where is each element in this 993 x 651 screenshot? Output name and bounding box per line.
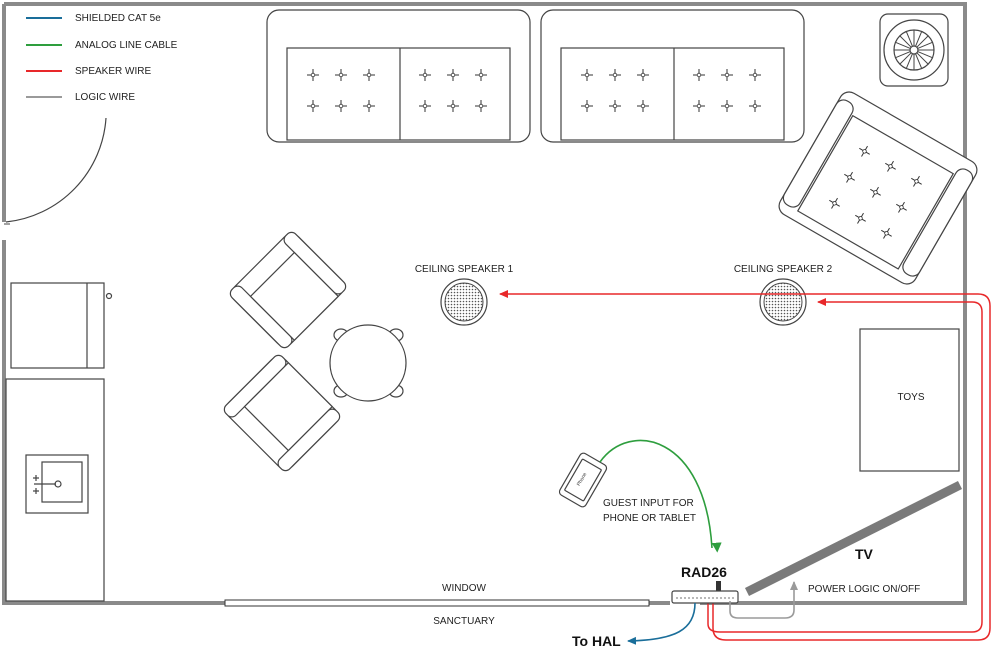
sofa-tufting <box>307 69 761 112</box>
tuft-mark <box>829 197 840 209</box>
fan-spoke <box>916 35 929 48</box>
sofa-2 <box>540 9 805 143</box>
fan-spoke <box>915 31 923 47</box>
tuft-mark <box>885 160 896 172</box>
fan-spoke <box>917 51 933 59</box>
tuft-mark <box>749 100 761 112</box>
fan-spoke <box>895 41 911 49</box>
analog-cable <box>599 439 722 553</box>
tv: TV <box>744 480 963 597</box>
tuft-mark <box>721 100 733 112</box>
ceiling-speaker-2: CEILING SPEAKER 2 <box>734 264 833 326</box>
legend-label-cat5: SHIELDED CAT 5e <box>75 13 161 24</box>
floor-fan <box>879 13 949 87</box>
tuft-mark <box>870 186 881 198</box>
tuft-mark <box>335 69 347 81</box>
sofa-1 <box>266 9 531 143</box>
tuft-mark <box>693 69 705 81</box>
legend-label-analog: ANALOG LINE CABLE <box>75 40 178 51</box>
fan-spoke <box>905 31 913 47</box>
tuft-mark <box>637 69 649 81</box>
armchair-left-1 <box>229 231 347 349</box>
tuft-mark <box>896 201 907 213</box>
fan-spoke <box>905 53 913 69</box>
tuft-mark <box>609 100 621 112</box>
sanctuary-label: SANCTUARY <box>433 616 495 627</box>
tuft-mark <box>693 100 705 112</box>
tuft-mark <box>581 69 593 81</box>
logic-wire <box>729 581 798 619</box>
armchair-top-right <box>778 91 978 285</box>
tuft-mark <box>749 69 761 81</box>
tuft-mark <box>447 69 459 81</box>
tuft-mark <box>475 69 487 81</box>
cat5-cable: To HAL <box>572 602 696 649</box>
legend: SHIELDED CAT 5e ANALOG LINE CABLE SPEAKE… <box>26 13 178 103</box>
toys-label: TOYS <box>897 392 924 403</box>
armchair-left-2 <box>223 354 341 472</box>
rad26-label: RAD26 <box>681 564 727 580</box>
power-logic-label: POWER LOGIC ON/OFF <box>808 584 920 595</box>
fan-spoke <box>915 53 923 69</box>
tuft-mark <box>447 100 459 112</box>
tuft-mark <box>637 100 649 112</box>
round-table <box>329 324 407 402</box>
tuft-mark <box>581 100 593 112</box>
tuft-mark <box>855 212 866 224</box>
tuft-mark <box>419 69 431 81</box>
tuft-mark <box>721 69 733 81</box>
tuft-mark <box>335 100 347 112</box>
fan-spoke <box>895 51 911 59</box>
guest-input-line2: PHONE OR TABLET <box>603 513 696 524</box>
tuft-mark <box>307 100 319 112</box>
tuft-mark <box>363 100 375 112</box>
guest-input-line1: GUEST INPUT FOR <box>603 498 694 509</box>
window-label: WINDOW <box>442 583 486 594</box>
tuft-mark <box>475 100 487 112</box>
tuft-mark <box>881 227 892 239</box>
window <box>224 599 650 607</box>
tuft-mark <box>307 69 319 81</box>
speaker1-label: CEILING SPEAKER 1 <box>415 264 514 275</box>
phone-icon: Phone <box>558 452 608 508</box>
tuft-mark <box>859 145 870 157</box>
speaker2-label: CEILING SPEAKER 2 <box>734 264 833 275</box>
fan-spoke <box>899 35 912 48</box>
speaker-wires <box>499 290 991 641</box>
appliance <box>10 282 113 369</box>
rad26-device: RAD26 <box>671 564 739 604</box>
fan-spoke <box>917 41 933 49</box>
tuft-mark <box>419 100 431 112</box>
fan-spoke <box>899 52 912 65</box>
legend-label-speaker: SPEAKER WIRE <box>75 66 151 77</box>
door <box>2 8 107 225</box>
fan-spoke <box>916 52 929 65</box>
tv-label: TV <box>855 546 874 562</box>
tuft-mark <box>609 69 621 81</box>
counter-with-sink <box>5 378 105 602</box>
to-hal-label: To HAL <box>572 633 621 649</box>
tuft-mark <box>911 175 922 187</box>
legend-label-logic: LOGIC WIRE <box>75 92 135 103</box>
tuft-mark <box>363 69 375 81</box>
ceiling-speaker-1: CEILING SPEAKER 1 <box>415 264 514 326</box>
toys-box: TOYS <box>859 328 960 472</box>
tuft-mark <box>844 171 855 183</box>
